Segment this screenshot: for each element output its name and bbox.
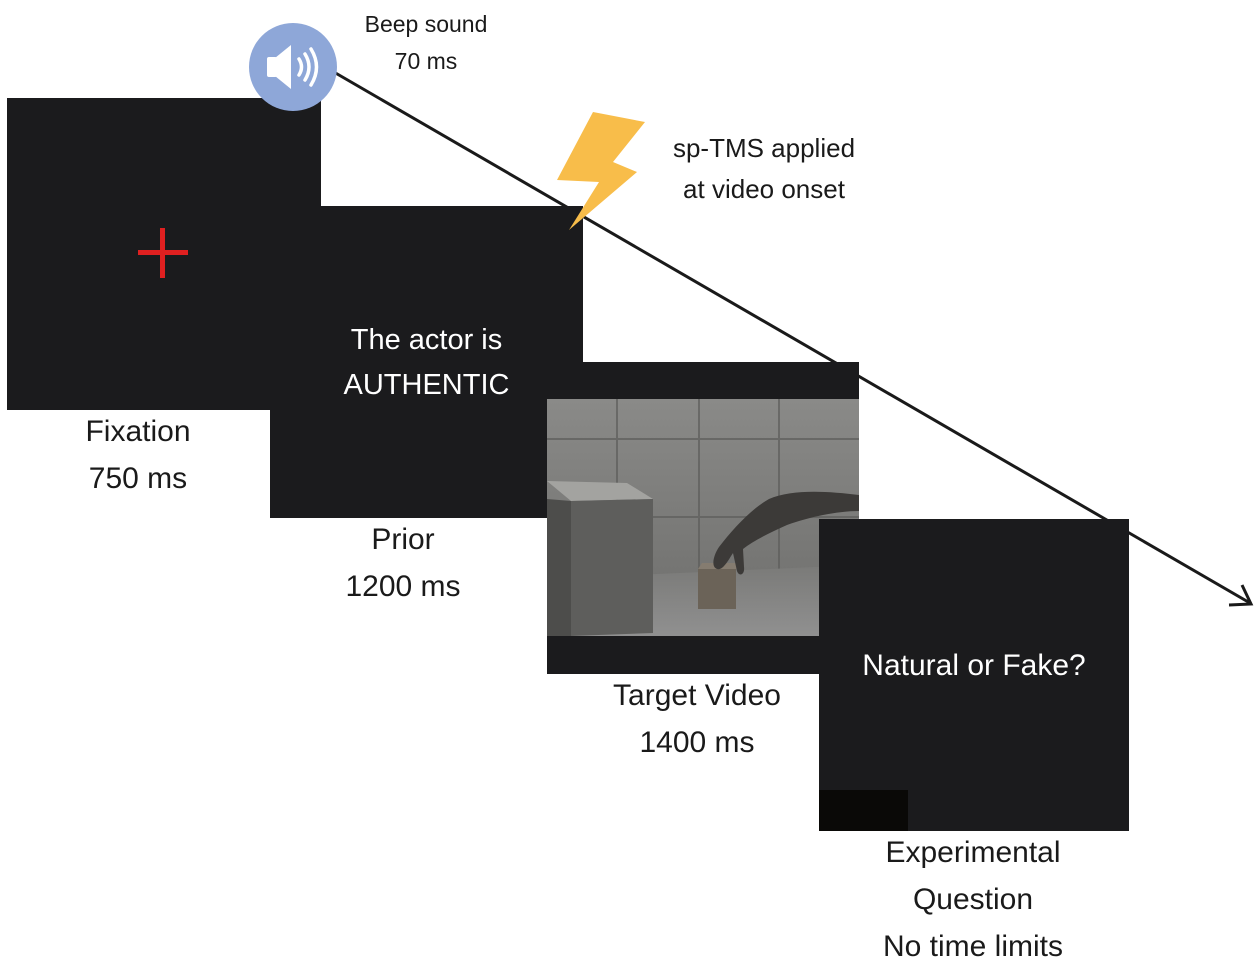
screen-corner-block [819,790,908,831]
question-text: Natural or Fake? [862,649,1086,682]
prior-caption-line-2: 1200 ms [345,570,461,603]
question-caption-line-2: Question [912,883,1034,916]
tms-label-line-1: sp-TMS applied [672,133,856,163]
tms-annotation: sp-TMS applied at video onset [650,128,878,210]
video-caption-line-1: Target Video [613,679,781,712]
beep-annotation: Beep sound 70 ms [340,6,512,80]
speaker-icon [249,23,337,111]
fixation-caption-line-1: Fixation [85,415,191,448]
beep-label: Beep sound [364,11,488,37]
video-caption-line-2: 1400 ms [639,726,755,759]
prior-screen: The actor is AUTHENTIC [270,206,583,518]
fixation-caption-line-2: 750 ms [88,462,188,495]
lightning-icon [557,112,645,230]
question-caption: Experimental Question No time limits [843,829,1103,970]
beep-duration: 70 ms [394,48,458,74]
tms-label-line-2: at video onset [683,174,845,204]
fixation-cross [138,228,188,278]
video-caption: Target Video 1400 ms [577,672,817,766]
prior-caption: Prior 1200 ms [313,516,493,610]
video-frame-image [547,399,859,636]
fixation-screen [7,98,321,410]
prior-caption-line-1: Prior [371,523,435,556]
question-screen: Natural or Fake? [819,519,1129,831]
question-caption-line-1: Experimental [885,836,1061,869]
target-video-screen [547,362,859,674]
question-caption-line-3: No time limits [882,930,1063,963]
prior-text: The actor is AUTHENTIC [270,318,583,408]
fixation-caption: Fixation 750 ms [48,408,228,502]
prior-text-line-2: AUTHENTIC [343,369,510,401]
prior-text-line-1: The actor is [350,324,503,356]
